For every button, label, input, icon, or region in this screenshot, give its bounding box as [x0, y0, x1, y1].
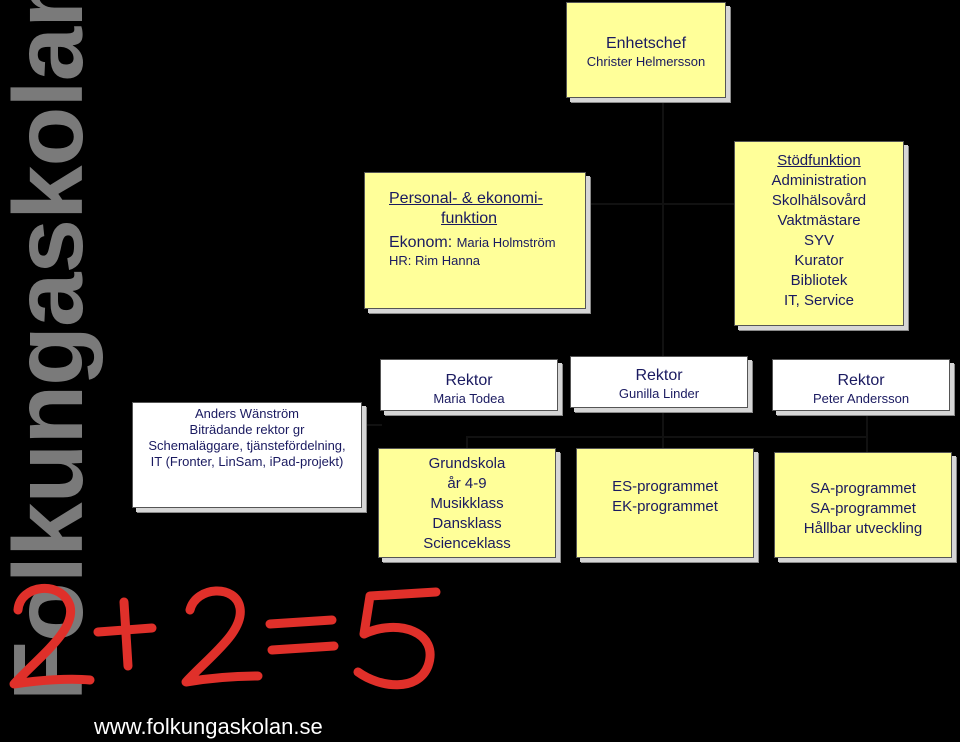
connector-line — [362, 424, 382, 426]
stodfunktion-item: IT, Service — [783, 292, 855, 309]
personal-ekonomi-box: Personal- & ekonomi- funktion Ekonom: Ma… — [364, 172, 586, 309]
connector-line — [866, 408, 868, 452]
digit-five — [353, 587, 441, 690]
enhetschef-box: Enhetschef Christer Helmersson — [566, 2, 726, 98]
digit-two-1 — [9, 584, 95, 689]
rektor-title: Rektor — [837, 372, 885, 389]
ekonom-row: Ekonom: Maria Holmström — [389, 233, 577, 253]
website-url[interactable]: www.folkungaskolan.se — [94, 714, 323, 739]
rektor-name: Maria Todea — [433, 391, 505, 406]
unit-line: EK-programmet — [612, 498, 718, 515]
rektor-box-todea: Rektor Maria Todea — [380, 359, 558, 411]
anders-name: Anders Wänström — [194, 406, 300, 421]
unit-line: Scienceklass — [423, 535, 511, 552]
unit-line: Grundskola — [428, 455, 506, 472]
stodfunktion-item: Skolhälsovård — [771, 192, 867, 209]
unit-line: Dansklass — [432, 515, 502, 532]
connector-line — [662, 98, 664, 358]
ekonom-label: Ekonom: — [389, 234, 453, 251]
personal-heading-line1: Personal- & ekonomi- — [389, 190, 543, 207]
handwritten-equation — [9, 584, 441, 690]
connector-line — [466, 437, 468, 451]
unit-line: SA-programmet — [810, 500, 916, 517]
plus-sign — [93, 597, 157, 671]
digit-two-2 — [181, 586, 263, 687]
anders-tasks: Schemaläggare, tjänstefördelning, — [148, 438, 346, 453]
stodfunktion-item: SYV — [803, 232, 834, 249]
rektor-title: Rektor — [445, 372, 493, 389]
es-ek-box: ES-programmet EK-programmet — [576, 448, 754, 558]
connector-line — [466, 436, 868, 438]
rektor-title: Rektor — [635, 367, 683, 384]
unit-line: Musikklass — [430, 495, 504, 512]
grundskola-box: Grundskola år 4-9 Musikklass Dansklass S… — [378, 448, 556, 558]
anders-role: Biträdande rektor gr — [189, 422, 305, 437]
anders-box: Anders Wänström Biträdande rektor gr Sch… — [132, 402, 362, 508]
connector-line — [662, 408, 664, 448]
enhetschef-name: Christer Helmersson — [586, 54, 706, 69]
unit-line: Hållbar utveckling — [803, 520, 923, 537]
stodfunktion-item: Administration — [771, 172, 867, 189]
ekonom-name: Maria Holmström — [456, 235, 556, 250]
connector-line — [586, 203, 736, 205]
stodfunktion-title: Stödfunktion — [777, 152, 861, 169]
hr-name: HR: Rim Hanna — [389, 253, 481, 268]
rektor-name: Gunilla Linder — [618, 386, 700, 401]
sa-box: SA-programmet SA-programmet Hållbar utve… — [774, 452, 952, 558]
rektor-box-linder: Rektor Gunilla Linder — [570, 356, 748, 408]
enhetschef-title: Enhetschef — [605, 35, 687, 52]
personal-heading-line2: funktion — [441, 210, 498, 227]
equals-sign — [265, 615, 339, 655]
rektor-box-andersson: Rektor Peter Andersson — [772, 359, 950, 411]
stodfunktion-item: Bibliotek — [790, 272, 848, 289]
unit-line: år 4-9 — [447, 475, 487, 492]
stodfunktion-box: Stödfunktion Administration Skolhälsovår… — [734, 141, 904, 326]
unit-line: SA-programmet — [810, 480, 916, 497]
stodfunktion-item: Vaktmästare — [777, 212, 861, 229]
unit-line: ES-programmet — [612, 478, 718, 495]
stodfunktion-item: Kurator — [794, 252, 844, 269]
rektor-name: Peter Andersson — [812, 391, 910, 406]
anders-it: IT (Fronter, LinSam, iPad-projekt) — [150, 454, 344, 469]
